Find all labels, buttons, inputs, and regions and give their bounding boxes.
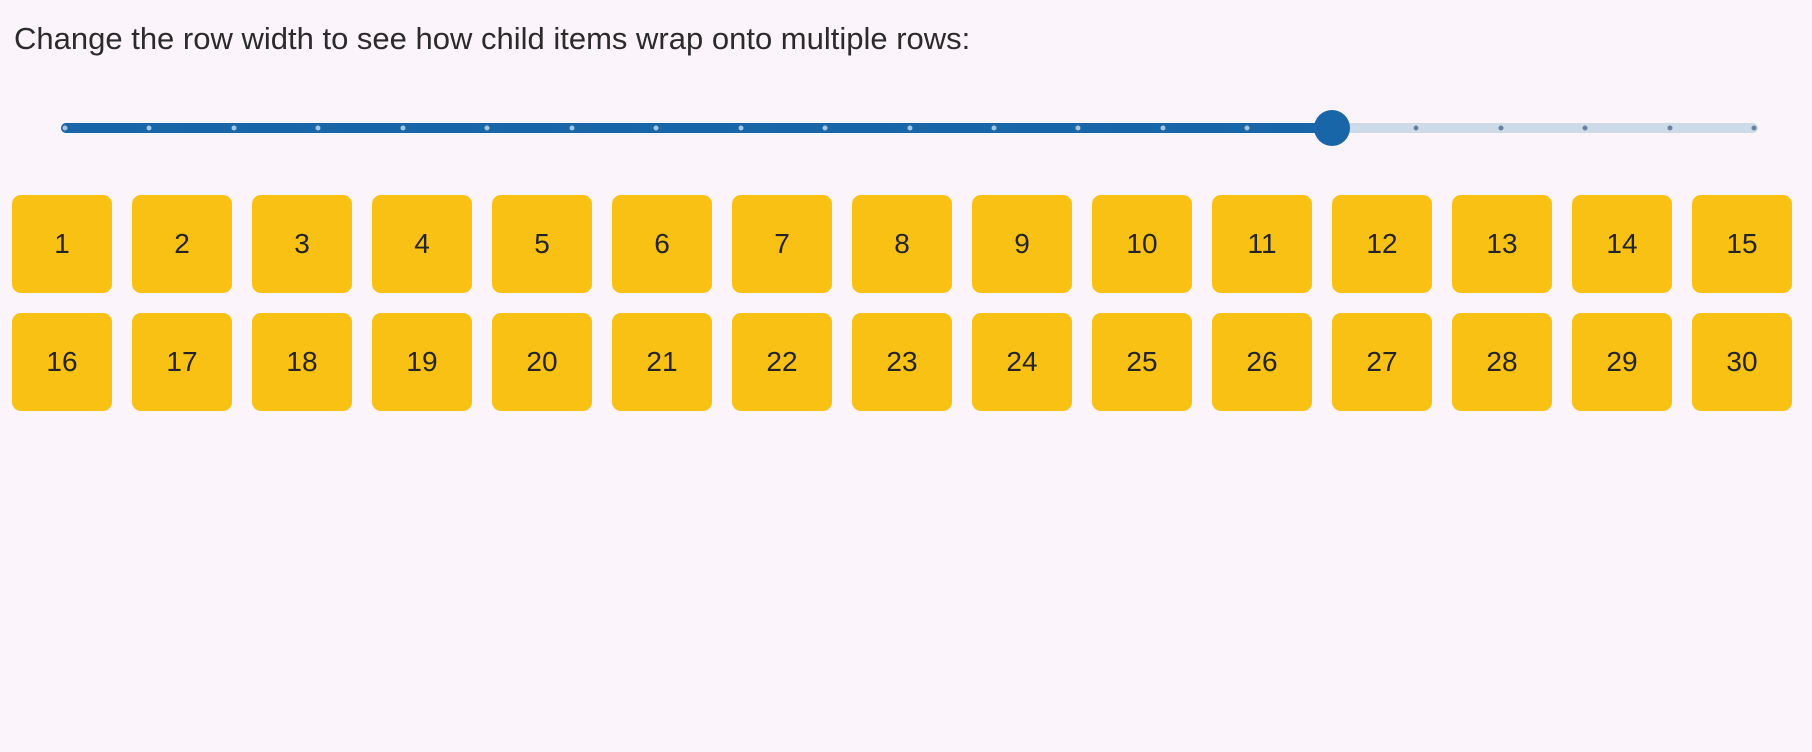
instruction-text: Change the row width to see how child it… bbox=[14, 21, 971, 56]
grid-item: 9 bbox=[972, 195, 1072, 293]
slider-tick bbox=[315, 125, 321, 130]
slider-tick bbox=[62, 125, 68, 130]
slider-tick bbox=[1582, 125, 1588, 130]
slider-track-fill bbox=[61, 122, 1334, 133]
grid-item: 26 bbox=[1212, 313, 1312, 411]
slider-tick bbox=[569, 125, 575, 130]
slider-tick bbox=[146, 125, 152, 130]
grid-item: 18 bbox=[252, 313, 352, 411]
slider-tick bbox=[1667, 125, 1673, 130]
grid-item: 25 bbox=[1092, 313, 1192, 411]
slider-tick bbox=[1751, 125, 1757, 130]
grid-item: 20 bbox=[492, 313, 592, 411]
slider-tick bbox=[484, 125, 490, 130]
grid-item: 10 bbox=[1092, 195, 1192, 293]
slider-tick bbox=[1413, 125, 1419, 130]
slider-tick bbox=[400, 125, 406, 130]
grid-item: 15 bbox=[1692, 195, 1792, 293]
slider-tick bbox=[738, 125, 744, 130]
slider-tick bbox=[991, 125, 997, 130]
slider-tick bbox=[1244, 125, 1250, 130]
slider-thumb[interactable] bbox=[1313, 109, 1350, 146]
grid-item: 19 bbox=[372, 313, 472, 411]
row-width-slider[interactable] bbox=[61, 109, 1758, 146]
grid-item: 21 bbox=[612, 313, 712, 411]
grid-item: 13 bbox=[1452, 195, 1552, 293]
grid-item: 12 bbox=[1332, 195, 1432, 293]
grid-item: 27 bbox=[1332, 313, 1432, 411]
grid-item: 17 bbox=[132, 313, 232, 411]
grid-item: 16 bbox=[12, 313, 112, 411]
slider-tick bbox=[231, 125, 237, 130]
slider-tick bbox=[822, 125, 828, 130]
grid-item: 24 bbox=[972, 313, 1072, 411]
grid-item: 7 bbox=[732, 195, 832, 293]
grid-item: 5 bbox=[492, 195, 592, 293]
grid-item: 29 bbox=[1572, 313, 1672, 411]
grid-item: 4 bbox=[372, 195, 472, 293]
grid-item: 14 bbox=[1572, 195, 1672, 293]
grid-item: 30 bbox=[1692, 313, 1792, 411]
slider-tick bbox=[653, 125, 659, 130]
grid-item: 11 bbox=[1212, 195, 1312, 293]
slider-tick bbox=[1160, 125, 1166, 130]
slider-tick bbox=[1498, 125, 1504, 130]
grid-item: 6 bbox=[612, 195, 712, 293]
slider-ticks bbox=[62, 109, 1757, 146]
grid-item: 3 bbox=[252, 195, 352, 293]
grid-item: 1 bbox=[12, 195, 112, 293]
grid-item: 22 bbox=[732, 313, 832, 411]
grid-item: 23 bbox=[852, 313, 952, 411]
slider-tick bbox=[907, 125, 912, 130]
grid-item: 28 bbox=[1452, 313, 1552, 411]
slider-tick bbox=[1075, 125, 1081, 130]
grid-item: 8 bbox=[852, 195, 952, 293]
grid-item: 2 bbox=[132, 195, 232, 293]
